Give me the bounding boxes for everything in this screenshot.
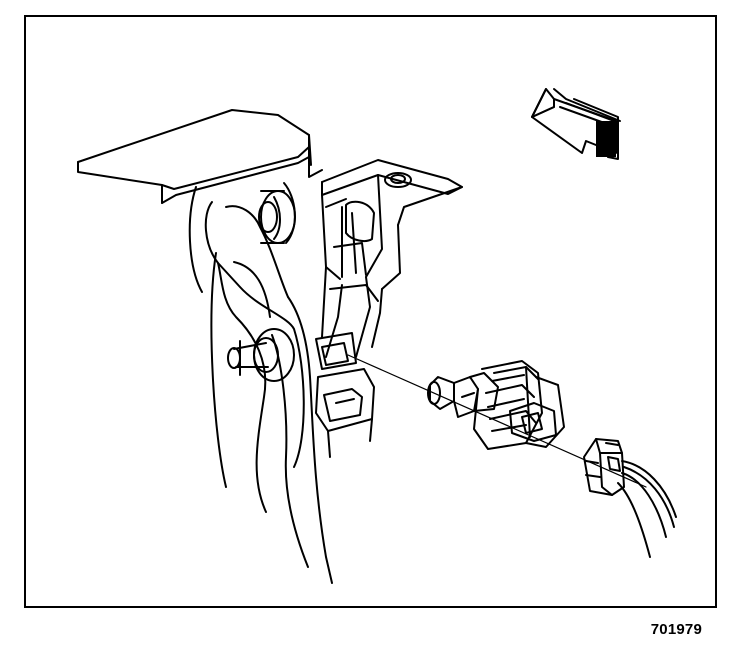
illustration-frame: [24, 15, 717, 608]
dash-support-panel: [78, 110, 322, 203]
pivot-bushing: [259, 191, 295, 243]
brake-light-switch: [428, 361, 564, 449]
pedal-stop-stud: [228, 329, 294, 381]
install-path-line: [348, 355, 646, 487]
switch-mounting-bracket: [322, 160, 462, 357]
brake-switch-illustration: [26, 17, 715, 606]
harness-wires: [618, 461, 676, 557]
switch-retainer-clip: [316, 333, 374, 457]
forward-direction-arrow-icon: [532, 89, 620, 159]
harness-connector: [584, 439, 624, 495]
figure-id-label: 701979: [650, 621, 702, 638]
pedal-arm: [190, 183, 332, 583]
